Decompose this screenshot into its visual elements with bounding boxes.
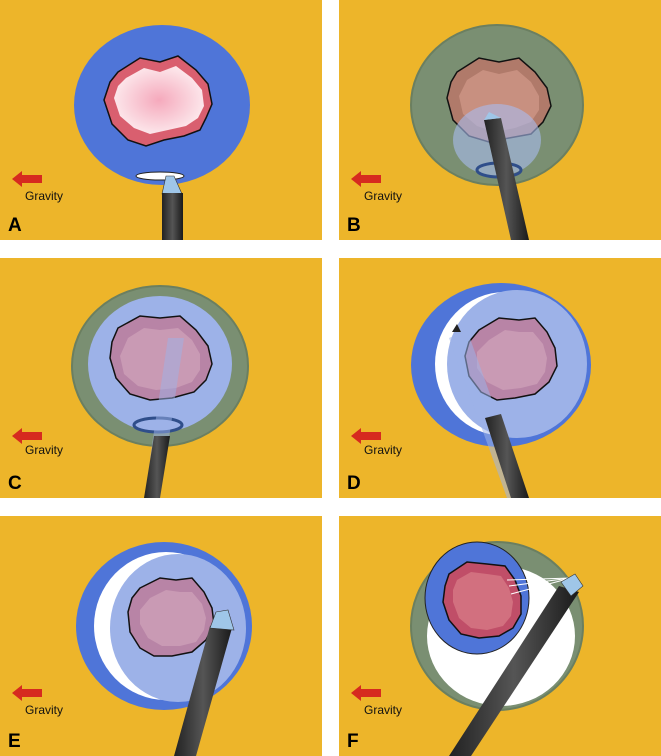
gravity-arrow-icon [351,685,381,701]
panel-f-illustration [410,541,584,756]
gravity-label: Gravity [25,189,64,203]
instrument-shaft [449,586,579,756]
gravity-label: Gravity [25,443,64,457]
panel-letter: C [8,473,22,494]
instrument-tip [484,112,501,120]
gravity-arrow-icon [351,171,381,187]
panel-letter: F [347,731,359,752]
nucleus [120,328,200,390]
suction-line [508,577,572,587]
panel-e: Gravity E [0,516,322,756]
instrument-tip [560,573,584,597]
nucleus [140,590,206,646]
gravity-label: Gravity [25,703,64,717]
panel-c: Gravity C [0,258,322,498]
panel-letter: A [8,215,22,236]
panel-a: Gravity A [0,0,322,240]
instrument-shaft [162,193,183,240]
panel-c-illustration [71,285,249,498]
capsulotomy-opening [135,171,185,181]
nucleus [477,330,547,390]
instrument-shaft [144,436,170,498]
panel-letter: B [347,215,361,236]
instrument-tip [452,324,461,332]
gravity-label: Gravity [364,703,403,717]
instrument-tip [209,609,235,631]
gravity-arrow-icon [351,428,381,444]
gravity-arrow-icon [12,685,42,701]
panel-letter: E [8,731,21,752]
gravity-arrow-icon [12,428,42,444]
panel-b-illustration [410,24,584,240]
gravity-arrow-icon [12,171,42,187]
panel-b: Gravity B [339,0,661,240]
suction-line [510,577,572,595]
panel-a-illustration [74,25,250,240]
instrument-shaft [484,118,529,240]
suction-line [506,577,572,581]
nucleus [114,66,204,134]
instrument-shaft [485,414,529,498]
nucleus [453,572,513,630]
panel-f: Gravity F [339,516,661,756]
instrument-shaft [174,626,232,756]
panel-d-illustration [411,283,591,498]
gravity-label: Gravity [364,189,403,203]
instrument-sheath [150,338,184,458]
panel-letter: D [347,473,361,494]
panel-e-illustration [76,542,252,756]
gravity-label: Gravity [364,443,403,457]
panel-d: Gravity D [339,258,661,498]
